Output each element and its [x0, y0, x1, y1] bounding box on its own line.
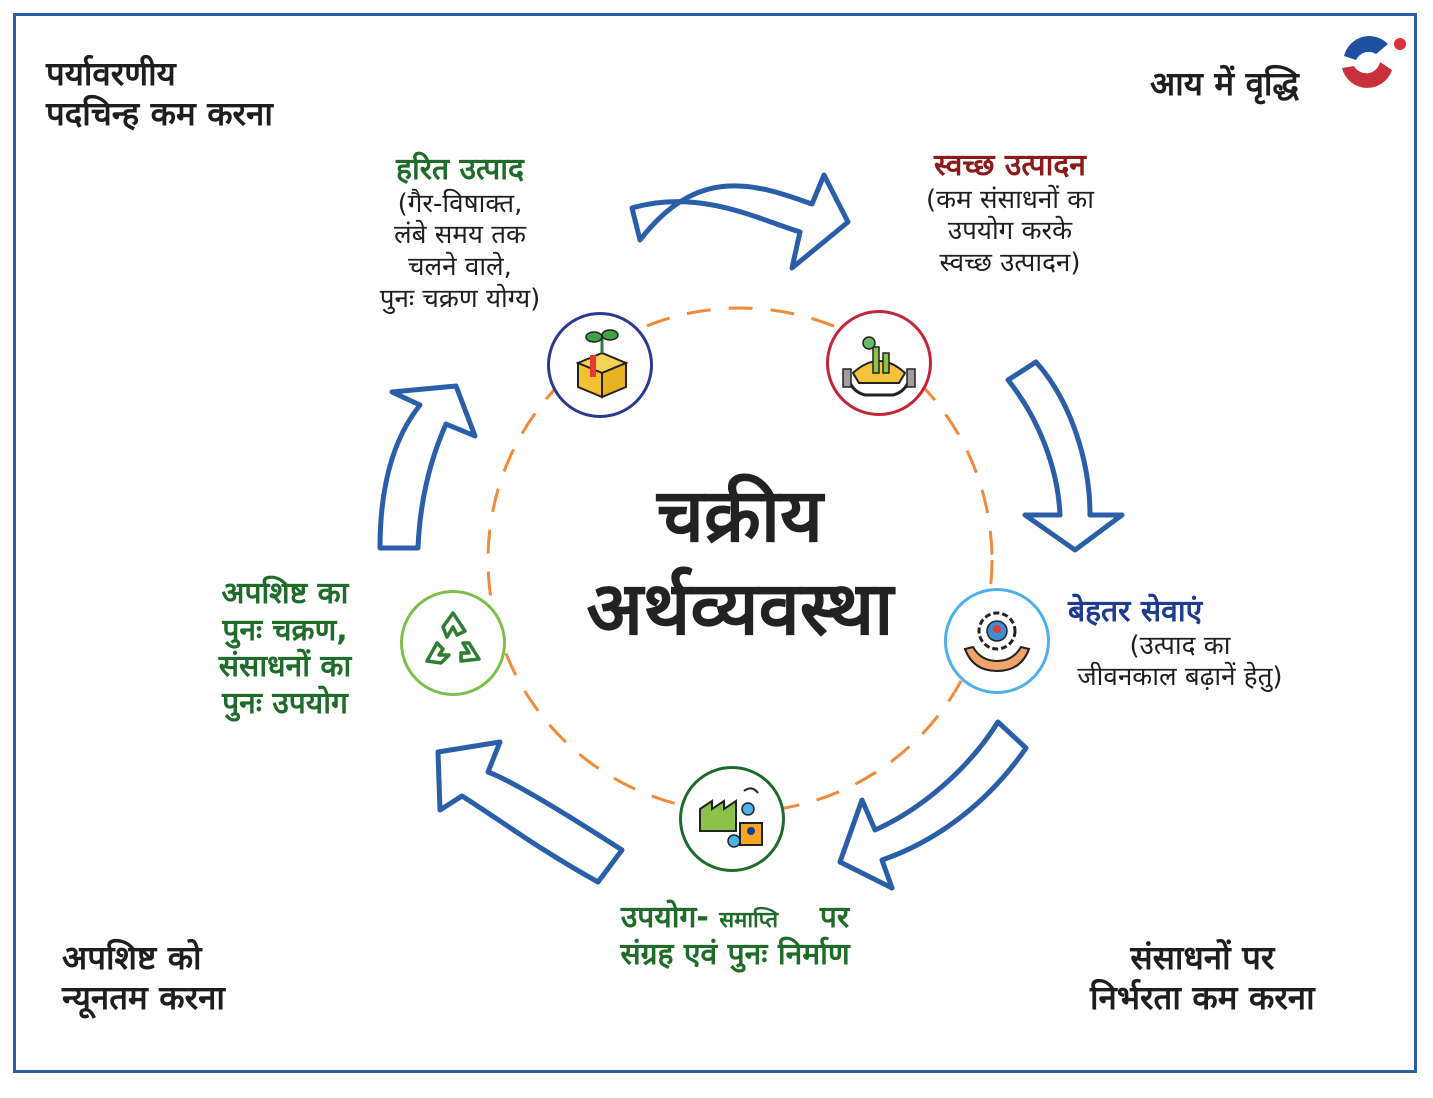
corner-top-left: पर्यावरणीय पदचिन्ह कम करना — [46, 54, 273, 135]
desc-line: (उत्पाद का — [1129, 630, 1231, 661]
stage-recycling: अपशिष्ट का पुनः चक्रण, संसाधनों का पुनः … — [190, 576, 380, 722]
node-green-products — [547, 312, 653, 418]
stage-collection-title-line2: संग्रह एवं पुनः निर्माण — [620, 936, 850, 972]
corner-top-right: आय में वृद्धि — [1150, 64, 1299, 103]
stage-green-products: हरित उत्पाद (गैर-विषाक्त, लंबे समय तक चल… — [330, 152, 590, 315]
stage-collection-title-a: उपयोग- — [620, 900, 709, 935]
arrow-top — [629, 172, 851, 271]
stage-recycling-line2: पुनः चक्रण, — [222, 612, 348, 648]
desc-line: स्वच्छ उत्पादन) — [939, 248, 1081, 279]
node-collection — [679, 766, 785, 872]
stage-better-services-title: बेहतर सेवाएं — [1068, 594, 1203, 629]
desc-line: पुनः चक्रण योग्य) — [379, 283, 541, 314]
stage-better-services-desc: (उत्पाद का जीवनकाल बढ़ानें हेतु) — [1040, 631, 1320, 694]
desc-line: उपयोग करके — [947, 216, 1073, 247]
center-title-line2: अर्थव्यवस्था — [586, 565, 894, 652]
arrow-bottom-left — [435, 739, 625, 885]
desc-line: चलने वाले, — [408, 252, 512, 283]
corner-bottom-right-line2: निर्भरता कम करना — [1090, 978, 1315, 1018]
recycle-icon — [425, 611, 481, 665]
corner-bottom-right-line1: संसाधनों पर — [1130, 938, 1275, 977]
stage-green-products-title: हरित उत्पाद — [396, 152, 524, 187]
factory-recycle-icon — [699, 787, 763, 848]
stage-recycling-line4: पुनः उपयोग — [222, 685, 348, 721]
stage-recycling-line3: संसाधनों का — [218, 649, 352, 685]
desc-line: (गैर-विषाक्त, — [397, 188, 523, 219]
node-clean-production — [826, 310, 932, 416]
hands-factory-icon — [842, 336, 916, 397]
stage-collection: उपयोग- समाप्ति पर संग्रह एवं पुनः निर्मा… — [560, 900, 910, 973]
box-plant-icon — [575, 329, 629, 399]
center-title: चक्रीय अर्थव्यवस्था — [480, 470, 1000, 655]
stage-collection-title-b: समाप्ति — [719, 908, 779, 933]
stage-green-products-desc: (गैर-विषाक्त, लंबे समय तक चलने वाले, पुन… — [330, 189, 590, 316]
corner-top-left-line2: पदचिन्ह कम करना — [46, 94, 273, 134]
corner-bottom-left: अपशिष्ट को न्यूनतम करना — [62, 938, 225, 1019]
corner-top-left-line1: पर्यावरणीय — [46, 54, 176, 93]
stage-collection-title-c: पर — [819, 900, 850, 935]
desc-line: लंबे समय तक — [394, 220, 526, 251]
corner-bottom-left-line1: अपशिष्ट को — [62, 938, 202, 977]
node-better-services — [944, 588, 1050, 694]
arrow-left — [377, 383, 478, 551]
desc-line: जीवनकाल बढ़ानें हेतु) — [1077, 662, 1283, 693]
stage-clean-production-title: स्वच्छ उत्पादन — [934, 148, 1086, 183]
stage-clean-production: स्वच्छ उत्पादन (कम संसाधनों का उपयोग करक… — [880, 148, 1140, 280]
arrow-right — [1005, 359, 1125, 553]
center-title-line1: चक्रीय — [657, 473, 823, 559]
stage-clean-production-desc: (कम संसाधनों का उपयोग करके स्वच्छ उत्पाद… — [880, 185, 1140, 280]
arrow-bottom-right — [837, 719, 1029, 891]
hands-gear-icon — [963, 611, 1031, 673]
stage-better-services: बेहतर सेवाएं (उत्पाद का जीवनकाल बढ़ानें … — [1040, 594, 1320, 694]
stage-recycling-line1: अपशिष्ट का — [221, 576, 349, 611]
desc-line: (कम संसाधनों का — [926, 184, 1094, 215]
corner-bottom-right: संसाधनों पर निर्भरता कम करना — [1090, 938, 1315, 1019]
stage-collection-title: उपयोग- समाप्ति पर — [560, 900, 910, 937]
corner-bottom-left-line2: न्यूनतम करना — [62, 978, 225, 1018]
node-recycling — [400, 590, 506, 696]
